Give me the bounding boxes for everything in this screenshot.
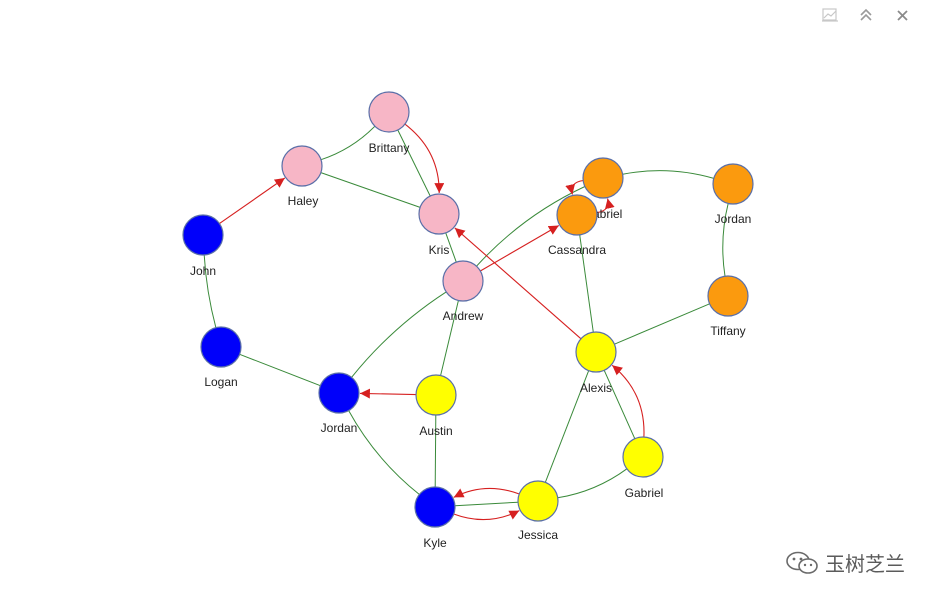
node-circle-brittany[interactable] — [368, 91, 410, 133]
node-label-gabriel_y: Gabriel — [625, 486, 664, 500]
edge-john-logan — [203, 254, 217, 328]
node-circle-andrew[interactable] — [442, 260, 484, 302]
watermark-text: 玉树芝兰 — [825, 552, 905, 576]
node-circle-kris[interactable] — [418, 193, 460, 235]
edge-jessica-alexis — [544, 370, 590, 483]
node-circle-john[interactable] — [182, 214, 224, 256]
edge-kyle-jessica-directed — [453, 510, 520, 521]
edge-haley-brittany — [320, 125, 376, 161]
node-circle-tiffany[interactable] — [707, 275, 749, 317]
edge-john-haley-directed — [219, 177, 286, 225]
node-circle-kyle[interactable] — [414, 486, 456, 528]
watermark: 玉树芝兰 — [785, 548, 905, 577]
edge-alexis-gabriel_y — [603, 370, 636, 439]
edge-tiffany-jordan_o — [722, 203, 729, 277]
node-label-andrew: Andrew — [443, 309, 484, 323]
node-logan[interactable]: Logan — [200, 326, 242, 389]
node-jordan_o[interactable]: Jordan — [712, 163, 754, 226]
close-icon[interactable] — [891, 4, 913, 26]
node-circle-haley[interactable] — [281, 145, 323, 187]
edge-jessica-gabriel_y — [557, 468, 628, 499]
node-gabriel_o[interactable]: Gabriel — [582, 157, 624, 221]
node-circle-logan[interactable] — [200, 326, 242, 368]
node-jordan_b[interactable]: Jordan — [318, 372, 360, 435]
node-label-logan: Logan — [204, 375, 237, 389]
node-cassandra[interactable]: Cassandra — [548, 194, 606, 257]
node-circle-alexis[interactable] — [575, 331, 617, 373]
node-brittany[interactable]: Brittany — [368, 91, 410, 155]
node-circle-austin[interactable] — [415, 374, 457, 416]
node-andrew[interactable]: Andrew — [442, 260, 484, 323]
node-label-jordan_o: Jordan — [715, 212, 752, 226]
node-label-austin: Austin — [419, 424, 452, 438]
node-circle-cassandra[interactable] — [556, 194, 598, 236]
node-kyle[interactable]: Kyle — [414, 486, 456, 550]
edge-jordan_b-kyle — [348, 410, 420, 495]
node-alexis[interactable]: Alexis — [575, 331, 617, 395]
edge-austin-kyle — [434, 414, 437, 488]
edge-andrew-austin — [440, 300, 459, 376]
node-tiffany[interactable]: Tiffany — [707, 275, 749, 338]
edge-jessica-kyle-directed — [453, 487, 520, 498]
edge-brittany-kris — [397, 129, 431, 197]
node-label-kyle: Kyle — [423, 536, 447, 550]
edge-austin-jordan_b-directed — [359, 388, 417, 399]
node-circle-gabriel_o[interactable] — [582, 157, 624, 199]
chart-icon[interactable] — [819, 4, 841, 26]
node-circle-gabriel_y[interactable] — [622, 436, 664, 478]
node-haley[interactable]: Haley — [281, 145, 323, 208]
node-jessica[interactable]: Jessica — [517, 480, 559, 542]
edge-cassandra-gabriel_o-directed — [596, 198, 615, 214]
node-label-alexis: Alexis — [580, 381, 612, 395]
edge-logan-jordan_b — [239, 353, 321, 387]
edge-haley-kris — [320, 172, 421, 208]
edge-brittany-kris-directed — [404, 123, 445, 194]
edge-gabriel_y-alexis-directed — [611, 364, 645, 438]
edge-alexis-tiffany — [614, 303, 710, 345]
wechat-icon — [785, 550, 819, 576]
node-kris[interactable]: Kris — [418, 193, 460, 257]
edge-kris-andrew — [445, 232, 457, 263]
node-circle-jordan_b[interactable] — [318, 372, 360, 414]
edges-layer — [203, 123, 729, 521]
edge-andrew-cassandra-directed — [480, 225, 560, 272]
node-label-brittany: Brittany — [369, 141, 410, 155]
edge-alexis-kris-directed — [454, 227, 582, 340]
node-label-haley: Haley — [288, 194, 319, 208]
toolbar — [819, 4, 913, 26]
edge-kyle-jessica — [454, 501, 519, 507]
node-label-john: John — [190, 264, 216, 278]
nodes-layer: BrittanyHaleyKrisAndrewJohnLoganJordanKy… — [182, 91, 754, 550]
edge-andrew-jordan_b — [351, 291, 447, 378]
node-label-tiffany: Tiffany — [710, 324, 745, 338]
node-circle-jessica[interactable] — [517, 480, 559, 522]
edge-gabriel_o-jordan_o — [622, 170, 714, 179]
node-gabriel_y[interactable]: Gabriel — [622, 436, 664, 500]
node-label-jessica: Jessica — [518, 528, 558, 542]
node-label-jordan_b: Jordan — [321, 421, 358, 435]
edge-alexis-cassandra — [579, 234, 594, 333]
node-label-cassandra: Cassandra — [548, 243, 606, 257]
node-label-kris: Kris — [429, 243, 450, 257]
node-austin[interactable]: Austin — [415, 374, 457, 438]
edge-gabriel_o-cassandra-directed — [565, 179, 584, 195]
node-circle-jordan_o[interactable] — [712, 163, 754, 205]
collapse-icon[interactable] — [855, 4, 877, 26]
node-john[interactable]: John — [182, 214, 224, 278]
